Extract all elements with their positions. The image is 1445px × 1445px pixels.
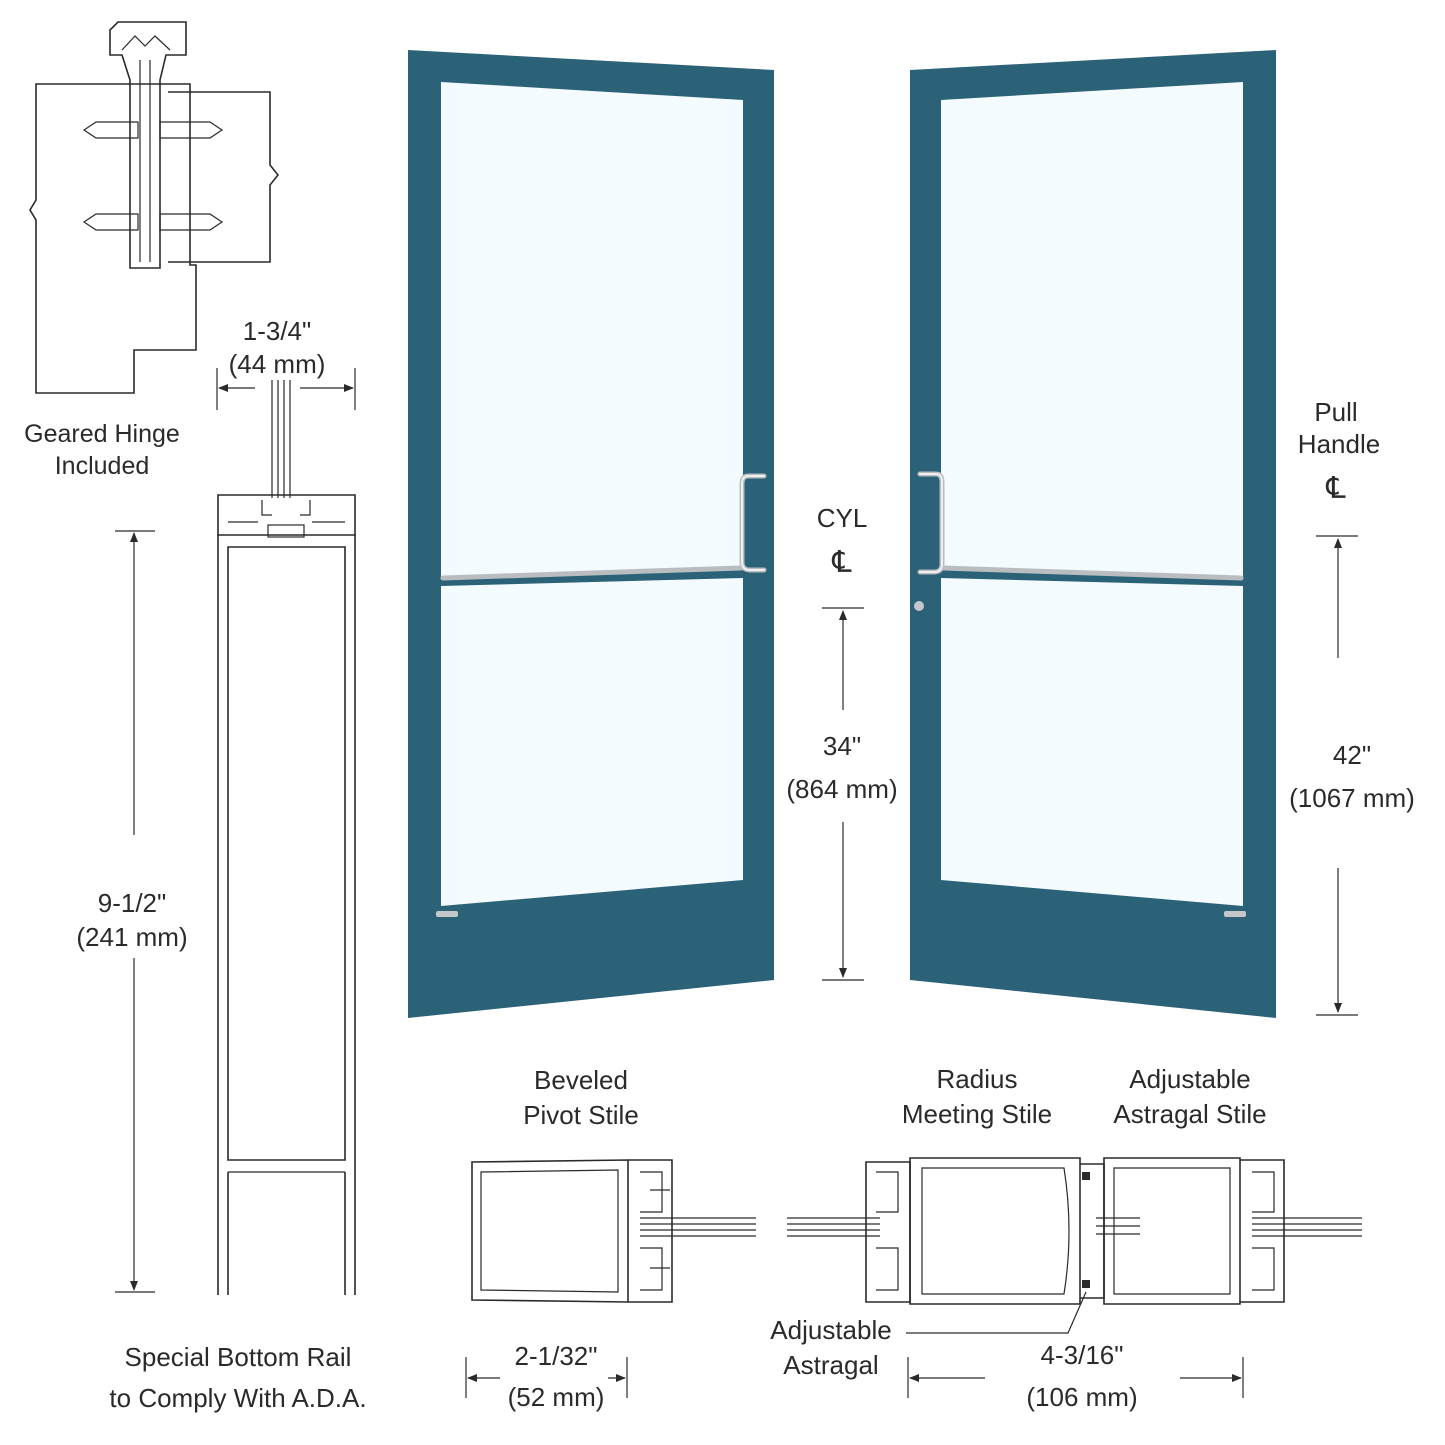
pivot-width-frac: 2-1/32" xyxy=(515,1341,598,1371)
astragal-stile-section xyxy=(1080,1157,1362,1305)
hinge-knuckle xyxy=(109,21,187,269)
hinge-screw-lower-left xyxy=(82,213,139,231)
bottom-rail-caption-line2: to Comply With A.D.A. xyxy=(109,1383,366,1413)
hinge-screw-upper-right xyxy=(159,121,224,139)
right-door-pivot-cap xyxy=(1224,911,1246,917)
side-height-frac: 9-1/2" xyxy=(98,888,167,918)
pivot-width-mm: (52 mm) xyxy=(508,1382,605,1412)
astragal-stile-title-line2: Astragal Stile xyxy=(1113,1099,1266,1129)
hinge-door-right xyxy=(168,91,280,263)
side-height-mm: (241 mm) xyxy=(76,922,187,952)
astragal-label-line2: Astragal xyxy=(783,1350,878,1380)
left-door-upper-glass xyxy=(441,82,743,578)
pull-centerline-symbol: ℄ xyxy=(1325,472,1346,505)
meeting-width-mm: (106 mm) xyxy=(1026,1382,1137,1412)
right-door-cylinder-lock xyxy=(914,601,924,611)
hinge-caption-line1: Geared Hinge xyxy=(24,420,180,448)
left-door-push-bar xyxy=(440,565,744,581)
astragal-stile-title-line1: Adjustable xyxy=(1129,1064,1250,1094)
astragal-label-line1: Adjustable xyxy=(770,1315,891,1345)
pivot-stile-section xyxy=(471,1159,756,1303)
hinge-screw-lower-right xyxy=(159,213,224,231)
left-door-pivot-cap xyxy=(436,911,458,917)
meeting-stile-title-line1: Radius xyxy=(937,1064,1018,1094)
right-door xyxy=(910,50,1276,1018)
left-door-lower-glass xyxy=(441,578,743,906)
pull-height-mm: (1067 mm) xyxy=(1289,783,1415,813)
meeting-stile-title-line2: Meeting Stile xyxy=(902,1099,1052,1129)
meeting-width-frac: 4-3/16" xyxy=(1041,1340,1124,1370)
right-door-push-bar xyxy=(940,565,1244,581)
astragal-screw xyxy=(1096,1217,1140,1235)
cyl-height-mm: (864 mm) xyxy=(786,774,897,804)
bottom-rail-caption-line1: Special Bottom Rail xyxy=(125,1342,352,1372)
hinge-screw-upper-left xyxy=(82,121,139,139)
cyl-centerline-symbol: ℄ xyxy=(831,546,852,579)
hinge-gear-teeth xyxy=(121,35,171,51)
hinge-caption-line2: Included xyxy=(55,452,150,480)
right-door-upper-glass xyxy=(941,82,1243,578)
pull-handle-label-line1: Pull xyxy=(1314,397,1357,427)
astragal-leader-line xyxy=(906,1291,1087,1334)
meeting-stile-section xyxy=(787,1157,1081,1305)
cyl-height-frac: 34" xyxy=(823,731,861,761)
hinge-jamb-left xyxy=(29,83,197,394)
pull-height-frac: 42" xyxy=(1333,740,1371,770)
side-section-profile xyxy=(217,380,356,1295)
side-depth-frac: 1-3/4" xyxy=(243,316,312,346)
pull-handle-label-line2: Handle xyxy=(1298,429,1380,459)
geared-hinge-detail xyxy=(29,21,280,394)
side-depth-mm: (44 mm) xyxy=(229,349,326,379)
right-door-lower-glass xyxy=(941,578,1243,906)
cyl-label: CYL xyxy=(817,503,868,533)
left-door xyxy=(408,50,774,1018)
pivot-stile-title-line1: Beveled xyxy=(534,1065,628,1095)
pivot-stile-title-line2: Pivot Stile xyxy=(523,1100,639,1130)
